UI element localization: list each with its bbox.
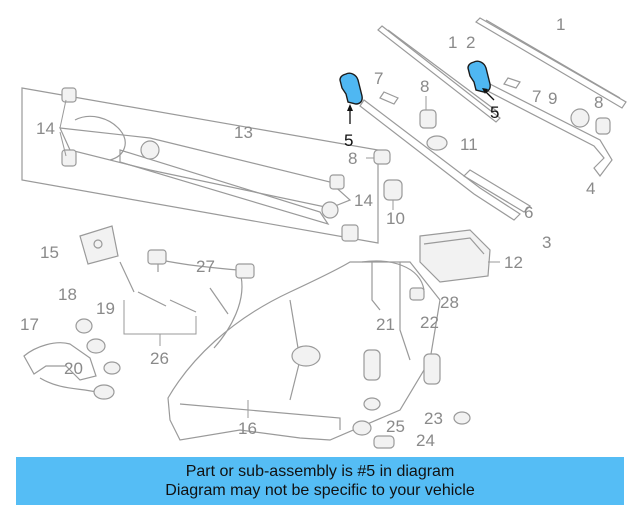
parts-diagram: 1 2 1 7 8 7 9 8 11 8 4 13 14 14 10 6 3 1… — [20, 15, 627, 450]
callout-13: 13 — [234, 123, 253, 142]
callout-6: 6 — [524, 203, 533, 222]
callout-25: 25 — [386, 417, 405, 436]
callout-1-2: 1 — [448, 33, 457, 52]
callout-2: 2 — [466, 33, 475, 52]
callout-19: 19 — [96, 299, 115, 318]
callout-23: 23 — [424, 409, 443, 428]
callout-11: 11 — [460, 135, 478, 154]
callout-8a: 8 — [420, 77, 429, 96]
callout-28: 28 — [440, 293, 459, 312]
callout-26: 26 — [150, 349, 169, 368]
callout-24: 24 — [416, 431, 435, 450]
washer-pumps — [147, 249, 471, 449]
info-banner: Part or sub-assembly is #5 in diagram Di… — [16, 457, 624, 505]
wiper-motor — [419, 229, 500, 283]
callout-10: 10 — [386, 209, 405, 228]
washer-reservoir — [167, 261, 441, 441]
callout-17: 17 — [20, 315, 39, 334]
part-5-bracket-left[interactable] — [339, 72, 363, 124]
callout-12: 12 — [504, 253, 523, 272]
callout-9: 9 — [548, 89, 557, 108]
callout-14b: 14 — [354, 191, 373, 210]
callout-7b: 7 — [532, 87, 541, 106]
callout-22: 22 — [420, 313, 439, 332]
wiper-linkage-frame — [21, 87, 379, 244]
banner-line-2: Diagram may not be specific to your vehi… — [165, 482, 475, 499]
callout-20: 20 — [64, 359, 83, 378]
callout-14a: 14 — [36, 119, 55, 138]
callout-labels: 1 2 1 7 8 7 9 8 11 8 4 13 14 14 10 6 3 1… — [20, 15, 603, 450]
callout-21: 21 — [376, 315, 395, 334]
callout-1: 1 — [556, 15, 565, 34]
callout-27: 27 — [196, 257, 215, 276]
wiper-blades — [359, 17, 627, 221]
callout-15: 15 — [40, 243, 59, 262]
callout-4: 4 — [586, 179, 595, 198]
part-5-bracket-right[interactable] — [467, 60, 495, 101]
callout-3: 3 — [542, 233, 551, 252]
callout-8c: 8 — [348, 149, 357, 168]
callout-16: 16 — [238, 419, 257, 438]
callout-5-right: 5 — [490, 103, 499, 122]
callout-8b: 8 — [594, 93, 603, 112]
callout-7a: 7 — [374, 69, 383, 88]
callout-5-left: 5 — [344, 131, 353, 150]
callout-18: 18 — [58, 285, 77, 304]
banner-line-1: Part or sub-assembly is #5 in diagram — [185, 463, 455, 480]
nozzles-and-hoses — [23, 225, 229, 400]
small-fasteners — [366, 77, 611, 210]
